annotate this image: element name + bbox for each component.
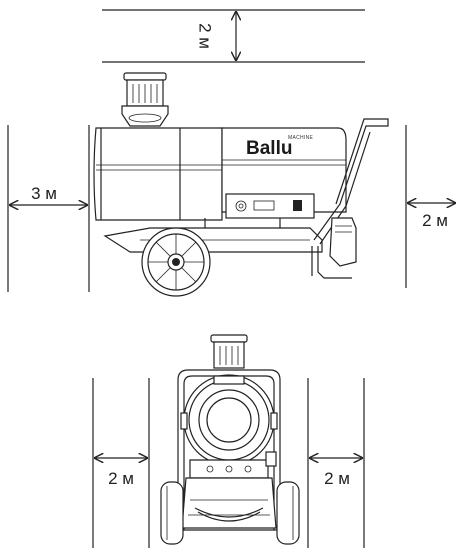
front-fuel-tank xyxy=(181,477,277,529)
chimney xyxy=(121,72,169,127)
brand-subtitle: MACHINE xyxy=(288,135,314,141)
heater-body xyxy=(93,127,347,221)
top-clearance-label: 2 м xyxy=(196,23,215,49)
left-clearance-label: 3 м xyxy=(31,184,57,203)
wheel xyxy=(141,227,211,297)
front-power-cord-icon xyxy=(265,451,277,467)
control-panel xyxy=(225,193,315,219)
rear-cap xyxy=(329,217,357,267)
front-left-clearance-label: 2 м xyxy=(108,469,134,488)
handle xyxy=(311,118,389,279)
thermostat-knob-icon xyxy=(235,200,247,212)
front-left-wheel xyxy=(160,481,184,545)
front-nozzle xyxy=(180,374,278,466)
front-right-clearance-label: 2 м xyxy=(324,469,350,488)
right-clearance-label: 2 м xyxy=(422,211,448,230)
side-view: 3 м 2 м Ball xyxy=(7,72,455,297)
front-right-wheel xyxy=(276,481,300,545)
front-view: 2 м 2 м xyxy=(92,334,365,548)
front-handle-frame xyxy=(177,369,281,530)
front-chimney xyxy=(210,334,248,369)
power-switch-icon xyxy=(293,200,302,211)
brand-logo: Ballu xyxy=(246,138,292,159)
fuel-tank xyxy=(103,218,323,253)
top-clearance: 2 м xyxy=(102,9,365,63)
